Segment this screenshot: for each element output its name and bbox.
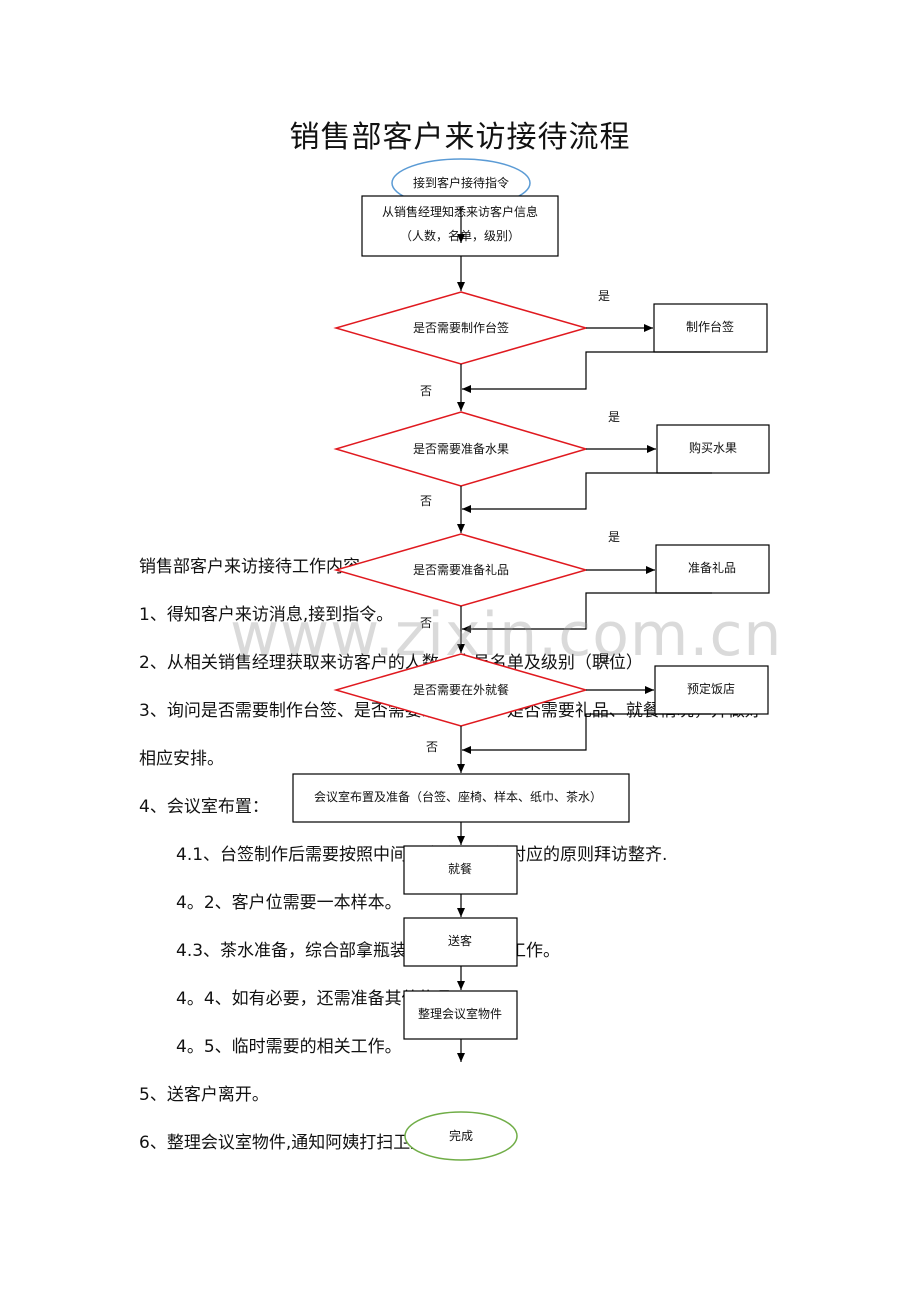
decision-1-label: 是否需要制作台签 — [413, 320, 509, 335]
action-4-box — [654, 665, 769, 715]
action-1-box — [653, 303, 768, 353]
action-4-label: 预定饭店 — [687, 681, 735, 696]
info-box — [361, 195, 559, 257]
step-5-text: 5、送客户离开。 — [139, 1085, 269, 1105]
end-node — [404, 1111, 518, 1161]
action-2-box — [656, 424, 770, 474]
return-line-1 — [462, 351, 710, 393]
step-4-2-text: 4。2、客户位需要一本样本。 — [176, 893, 402, 913]
meal-box — [403, 845, 518, 895]
tidy-label: 整理会议室物件 — [418, 1006, 502, 1021]
intro-text: 销售部客户来访接待工作内容 — [139, 557, 360, 577]
watermark: www.zixin.com.cn — [230, 600, 783, 670]
return-line-3 — [462, 592, 712, 633]
decision-3-label: 是否需要准备礼品 — [413, 562, 509, 577]
send-off-box — [403, 917, 518, 967]
tidy-box — [403, 990, 518, 1040]
no-label-1: 否 — [420, 384, 432, 398]
yes-label-4: 是 — [598, 652, 610, 666]
step-4-5-text: 4。5、临时需要的相关工作。 — [176, 1037, 402, 1057]
meal-label: 就餐 — [448, 861, 472, 876]
step-6-text: 6、整理会议室物件,通知阿姨打扫卫生。 — [139, 1133, 445, 1153]
return-line-2 — [462, 472, 712, 513]
yes-label-2: 是 — [608, 410, 620, 424]
meeting-room-box — [292, 773, 630, 823]
end-node-label: 完成 — [449, 1128, 473, 1143]
action-1-label: 制作台签 — [686, 319, 734, 334]
no-label-4: 否 — [426, 740, 438, 754]
step-1-text: 1、得知客户来访消息,接到指令。 — [139, 605, 394, 625]
action-3-label: 准备礼品 — [688, 560, 736, 575]
send-off-label: 送客 — [448, 933, 472, 948]
no-label-2: 否 — [420, 494, 432, 508]
step-2-text: 2、从相关销售经理获取来访客户的人数、人员名单及级别（职位） — [139, 653, 643, 673]
no-label-3: 否 — [420, 616, 432, 630]
action-3-box — [655, 544, 770, 594]
step-4-4-text: 4。4、如有必要，还需准备其他物品。 — [176, 989, 470, 1009]
info-box-line1: 从销售经理知悉来访客户信息 — [382, 204, 538, 219]
return-line-4 — [462, 713, 711, 754]
step-3b-text: 相应安排。 — [139, 749, 224, 769]
page-title: 销售部客户来访接待流程 — [289, 120, 631, 155]
yes-label-1: 是 — [598, 289, 610, 303]
decision-4-label: 是否需要在外就餐 — [413, 682, 509, 697]
decision-2-label: 是否需要准备水果 — [413, 442, 509, 456]
info-box-line2: （人数，名单，级别） — [400, 228, 520, 243]
yes-label-3: 是 — [608, 530, 620, 544]
start-node-label: 接到客户接待指令 — [413, 175, 509, 190]
action-2-label: 购买水果 — [689, 440, 737, 455]
meeting-room-label: 会议室布置及准备（台签、座椅、样本、纸巾、茶水） — [314, 789, 602, 804]
step-4-text: 4、会议室布置： — [139, 797, 269, 817]
